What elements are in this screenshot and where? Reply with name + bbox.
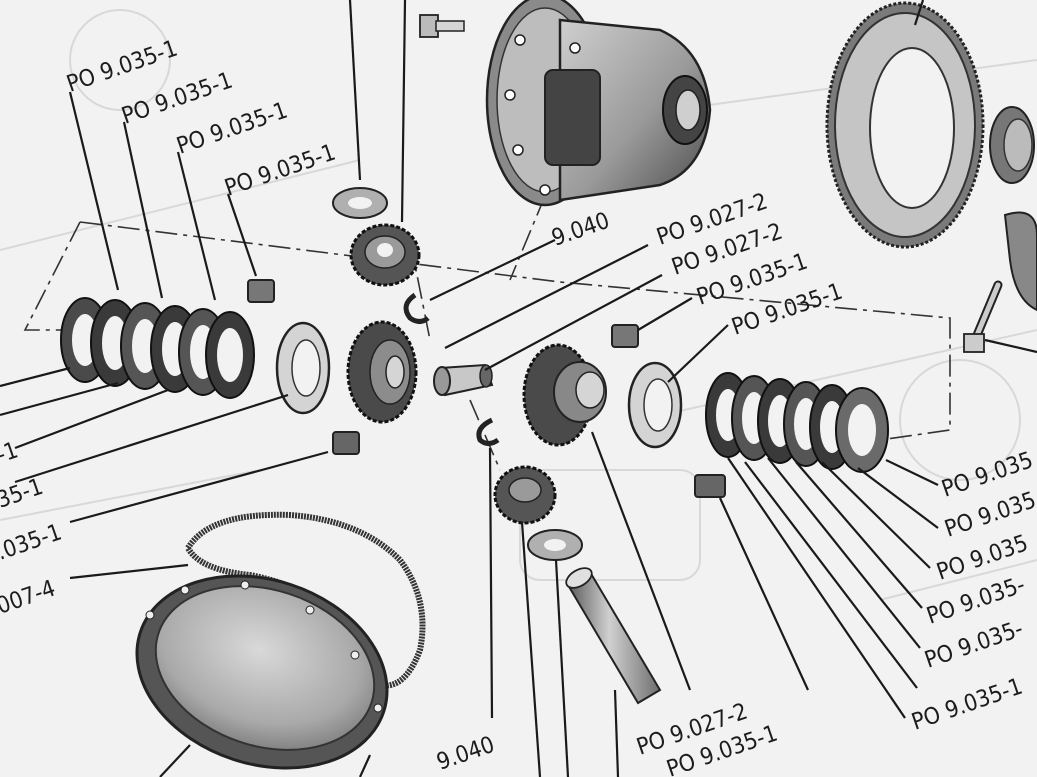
pinion-washer-bottom	[527, 529, 583, 561]
left-thrust-washer	[275, 321, 331, 415]
right-key	[611, 324, 726, 498]
cover-bolt-right	[963, 280, 1003, 353]
pinion-bearing	[989, 106, 1037, 312]
pinion-shaft	[565, 567, 662, 705]
case-bolt	[419, 14, 465, 38]
pinion-gear-top	[349, 223, 421, 287]
callout-l1: PO 9.035-1	[63, 36, 180, 98]
callout-l20: 9.040	[433, 732, 497, 776]
cross-shaft-block	[433, 363, 494, 397]
callout-l19: PO 9.035-1	[908, 674, 1025, 736]
left-key	[247, 279, 360, 455]
left-side-gear	[346, 320, 418, 424]
pinion-washer-top	[332, 187, 388, 219]
callout-l12: .035-1	[0, 519, 65, 565]
background-sketch	[0, 9, 1037, 601]
snap-ring-top	[403, 292, 430, 324]
right-side-gear	[522, 343, 607, 447]
right-thrust-washer	[627, 361, 683, 449]
differential-case	[485, 0, 712, 207]
left-clutch-disc-stack	[60, 297, 255, 399]
callout-l5: 9.040	[548, 208, 612, 252]
callout-l13: 007-4	[0, 576, 59, 620]
callout-l10: -1	[0, 437, 21, 468]
differential-cover	[135, 574, 389, 770]
snap-ring-lower	[476, 417, 500, 446]
ring-gear	[825, 1, 985, 249]
callout-l11: 35-1	[0, 474, 46, 514]
pinion-gear-bottom	[493, 465, 557, 525]
right-clutch-disc-stack	[705, 372, 889, 473]
